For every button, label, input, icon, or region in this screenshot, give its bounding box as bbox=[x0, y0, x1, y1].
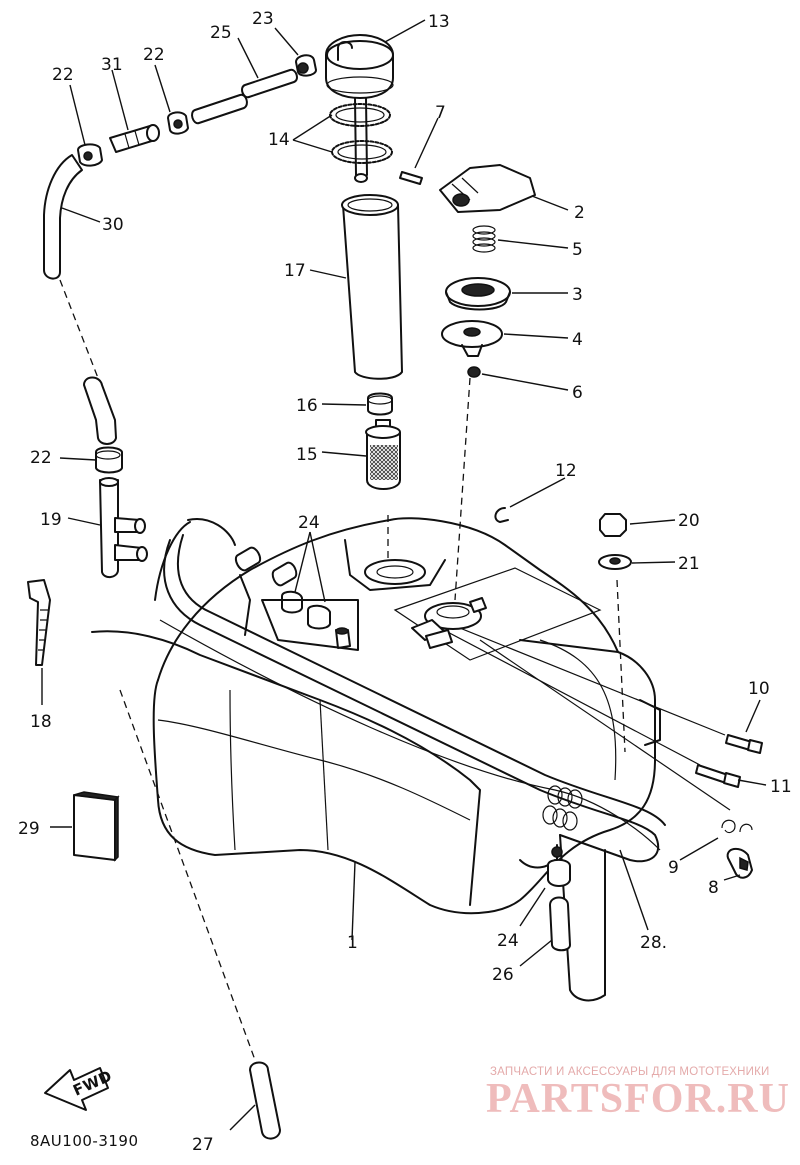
hose-26 bbox=[549, 896, 571, 952]
callout-21: 21 bbox=[678, 554, 700, 574]
joint-31 bbox=[109, 124, 160, 153]
clamp-16 bbox=[367, 392, 393, 416]
callout-24-bottom: 24 bbox=[497, 931, 519, 951]
cable-tie-18 bbox=[27, 579, 51, 666]
callout-17: 17 bbox=[284, 261, 306, 281]
o-rings-14 bbox=[329, 103, 393, 164]
callout-16: 16 bbox=[296, 396, 318, 416]
bolt-10 bbox=[725, 734, 763, 754]
clamp-22-lower bbox=[95, 446, 123, 474]
callout-30: 30 bbox=[102, 215, 124, 235]
hose-clamp-coils bbox=[542, 785, 583, 831]
fwd-arrow: FWD bbox=[44, 1067, 115, 1111]
bolt-11 bbox=[695, 764, 741, 788]
clip-8 bbox=[726, 847, 753, 879]
fuel-filter bbox=[365, 419, 401, 490]
callout-2: 2 bbox=[574, 203, 585, 223]
callout-28: 28. bbox=[640, 933, 667, 953]
callout-4: 4 bbox=[572, 330, 583, 350]
callout-3: 3 bbox=[572, 285, 583, 305]
pad-29 bbox=[73, 791, 120, 862]
callout-7: 7 bbox=[435, 103, 446, 123]
callout-25: 25 bbox=[210, 23, 232, 43]
screw-6 bbox=[467, 366, 481, 378]
callout-5: 5 bbox=[572, 240, 583, 260]
diagram-code: 8AU100-3190 bbox=[30, 1132, 139, 1150]
callout-31: 31 bbox=[101, 55, 123, 75]
filler-cap[interactable] bbox=[439, 164, 536, 213]
callout-11: 11 bbox=[770, 777, 792, 797]
callout-22-lower: 22 bbox=[30, 448, 52, 468]
callout-22-upper-left: 22 bbox=[52, 65, 74, 85]
clamp-22-upper-left bbox=[77, 143, 103, 167]
callout-18: 18 bbox=[30, 712, 52, 732]
watermark-tagline: ЗАПЧАСТИ И АКСЕССУАРЫ ДЛЯ МОТОТЕХНИКИ bbox=[490, 1066, 770, 1078]
callout-24-top: 24 bbox=[298, 513, 320, 533]
clip-9 bbox=[721, 819, 753, 834]
clip-12 bbox=[494, 507, 509, 523]
callout-1: 1 bbox=[347, 933, 358, 953]
cap-spring bbox=[472, 225, 496, 253]
callout-19: 19 bbox=[40, 510, 62, 530]
watermark-logo: PARTSFOR.RU bbox=[486, 1076, 790, 1122]
clamp-23 bbox=[295, 54, 317, 77]
lower-fitting-24 bbox=[547, 844, 571, 887]
hoses-24-top bbox=[234, 546, 359, 651]
callout-labels: 1 2 3 4 5 6 7 8 9 10 11 12 13 14 15 16 1… bbox=[18, 9, 792, 1155]
hose-27 bbox=[249, 1061, 281, 1140]
nut-20 bbox=[599, 513, 627, 537]
washer-21 bbox=[598, 554, 632, 570]
callout-10: 10 bbox=[748, 679, 770, 699]
cap-collar bbox=[445, 277, 511, 311]
leader-lines bbox=[41, 19, 767, 1131]
vent-hose bbox=[163, 534, 666, 1002]
callout-6: 6 bbox=[572, 383, 583, 403]
cap-gasket bbox=[441, 320, 503, 357]
callout-14: 14 bbox=[268, 130, 290, 150]
hose-30 bbox=[43, 154, 117, 445]
fuel-tank bbox=[91, 517, 661, 915]
callout-12: 12 bbox=[555, 461, 577, 481]
callout-26: 26 bbox=[492, 965, 514, 985]
fuel-gauge[interactable] bbox=[325, 34, 394, 183]
callout-9: 9 bbox=[668, 858, 679, 878]
callout-13: 13 bbox=[428, 12, 450, 32]
callout-23: 23 bbox=[252, 9, 274, 29]
callout-20: 20 bbox=[678, 511, 700, 531]
hose-25 bbox=[191, 68, 298, 125]
filler-tube bbox=[341, 194, 403, 380]
reference-lines bbox=[59, 279, 731, 1061]
callout-29: 29 bbox=[18, 819, 40, 839]
callout-27: 27 bbox=[192, 1135, 214, 1155]
clamp-22-upper-right bbox=[167, 111, 189, 135]
callout-15: 15 bbox=[296, 445, 318, 465]
callout-8: 8 bbox=[708, 878, 719, 898]
pin-7 bbox=[399, 171, 423, 185]
t-joint-19 bbox=[99, 477, 148, 578]
callout-22-upper-right: 22 bbox=[143, 45, 165, 65]
